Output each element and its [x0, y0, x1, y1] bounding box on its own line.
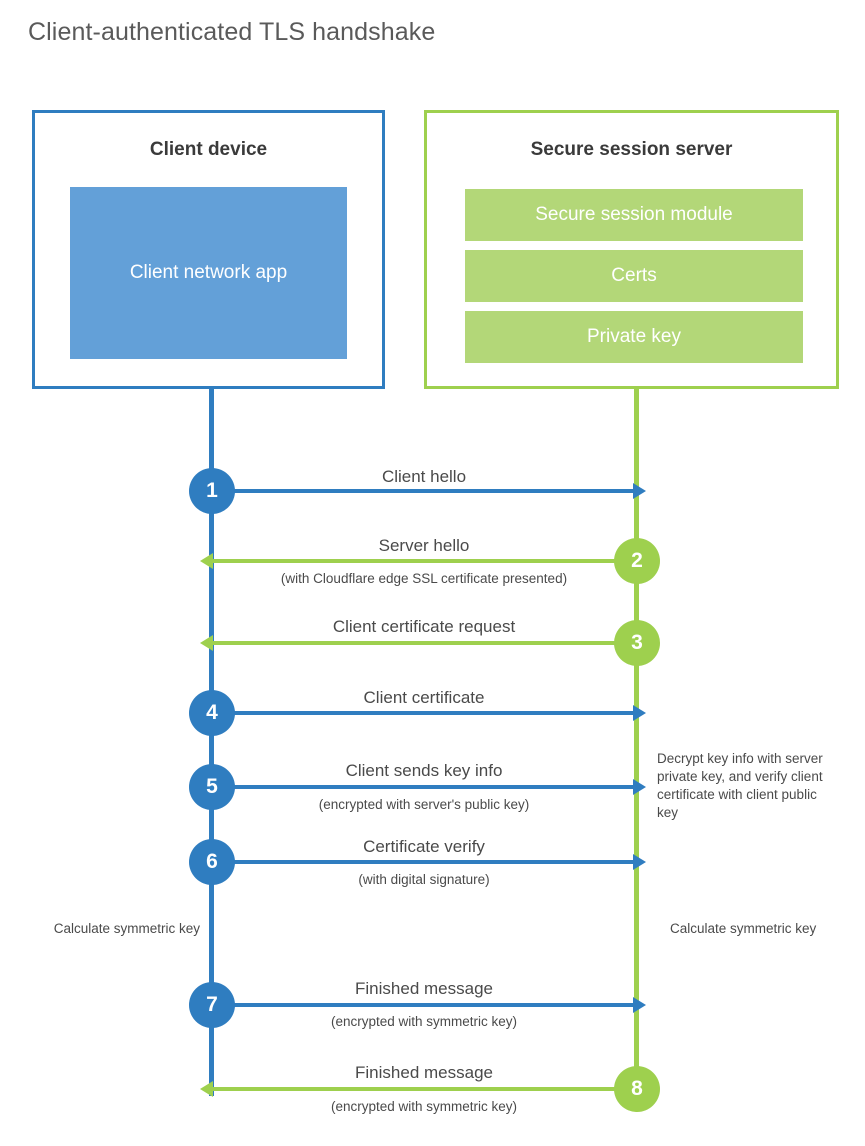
arrowhead-icon: [633, 483, 646, 499]
step-6-arrow: [212, 854, 646, 870]
step-marker-3: 3: [614, 620, 660, 666]
arrowhead-icon: [200, 1081, 213, 1097]
step-8-arrow: [200, 1081, 634, 1097]
step-marker-4: 4: [189, 690, 235, 736]
step-7-arrow: [212, 997, 646, 1013]
client-device-title: Client device: [149, 139, 268, 160]
arrowhead-icon: [633, 854, 646, 870]
secure-session-server-box: Secure session server Secure session mod…: [424, 110, 839, 389]
client-network-app-block: Client network app: [70, 187, 347, 359]
arrowhead-icon: [633, 779, 646, 795]
step-6-label: Certificate verify: [363, 837, 485, 856]
step-marker-5: 5: [189, 764, 235, 810]
arrowhead-icon: [200, 553, 213, 569]
server-bar-private-key: Private key: [465, 311, 803, 363]
step-1-arrow: [212, 483, 646, 499]
step-8-sublabel: (encrypted with symmetric key): [330, 1099, 518, 1114]
step-marker-7: 7: [189, 982, 235, 1028]
server-calculate-symmetric-key-note: Calculate symmetric key: [670, 921, 817, 936]
step-4-arrow: [212, 705, 646, 721]
step-8-label: Finished message: [355, 1063, 493, 1082]
client-lifeline: [209, 389, 214, 1096]
client-device-box: Client device Client network app: [32, 110, 385, 389]
step-1-label: Client hello: [381, 467, 467, 486]
arrowhead-icon: [633, 705, 646, 721]
client-calculate-symmetric-key-note: Calculate symmetric key: [53, 921, 200, 936]
step-marker-2: 2: [614, 538, 660, 584]
step-5-label: Client sends key info: [345, 761, 503, 780]
page-title: Client-authenticated TLS handshake: [28, 18, 436, 46]
step-5-arrow: [212, 779, 646, 795]
step-6-sublabel: (with digital signature): [358, 872, 490, 887]
step-4-label: Client certificate: [363, 688, 485, 707]
arrowhead-icon: [633, 997, 646, 1013]
server-lifeline: [634, 389, 639, 1089]
server-bar-secure-session-module: Secure session module: [465, 189, 803, 241]
server-decrypt-note: Decrypt key info with server private key…: [657, 751, 823, 820]
arrowhead-icon: [200, 635, 213, 651]
step-2-sublabel: (with Cloudflare edge SSL certificate pr…: [280, 571, 568, 586]
step-marker-1: 1: [189, 468, 235, 514]
step-7-label: Finished message: [355, 979, 493, 998]
step-3-arrow: [200, 635, 634, 651]
step-7-sublabel: (encrypted with symmetric key): [330, 1014, 518, 1029]
secure-session-server-title: Secure session server: [530, 139, 733, 160]
step-2-arrow: [200, 553, 634, 569]
client-network-app-label: Client network app: [129, 262, 288, 283]
step-2-label: Server hello: [378, 536, 470, 555]
server-bar-certs: Certs: [465, 250, 803, 302]
step-5-sublabel: (encrypted with server's public key): [318, 797, 530, 812]
server-component-list: Secure session module Certs Private key: [465, 189, 803, 372]
step-marker-8: 8: [614, 1066, 660, 1112]
step-marker-6: 6: [189, 839, 235, 885]
step-3-label: Client certificate request: [332, 617, 516, 636]
